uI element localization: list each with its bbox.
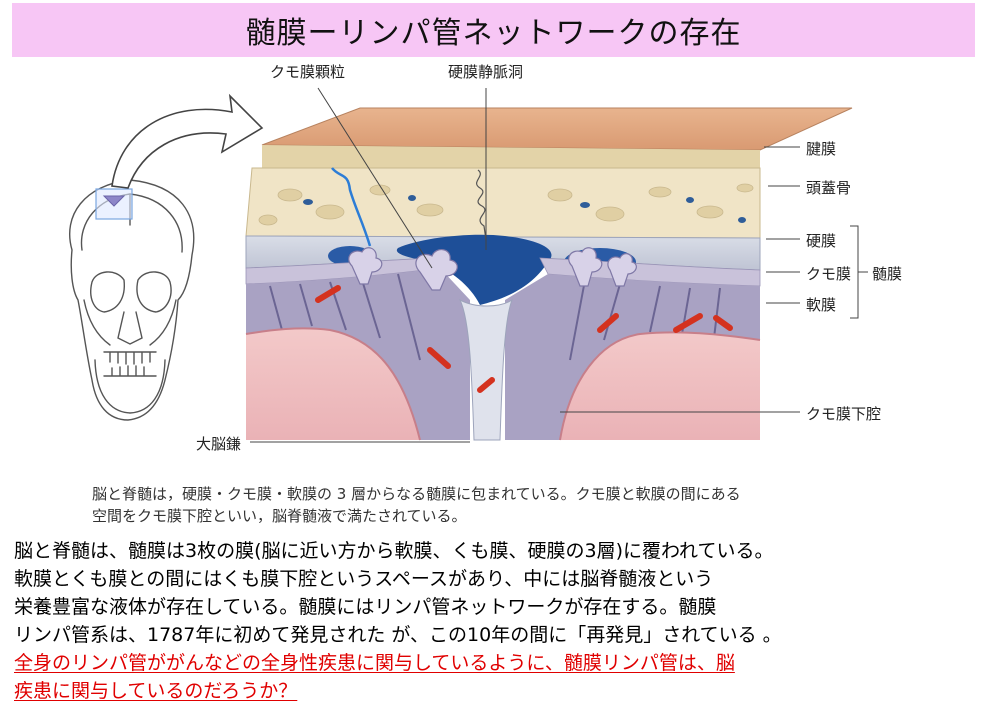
cheek-right xyxy=(149,299,177,346)
label-pia: 軟膜 xyxy=(806,296,837,314)
zoom-arrow xyxy=(111,93,264,189)
label-periosteum: 腱膜 xyxy=(806,140,837,158)
diploic-veins xyxy=(303,195,746,223)
label-skull: 頭蓋骨 xyxy=(806,179,852,197)
title-banner: 髄膜ーリンパ管ネットワークの存在 xyxy=(12,3,975,57)
cheek-left xyxy=(83,299,111,346)
skin-front xyxy=(262,145,760,170)
label-subarachnoid: クモ膜下腔 xyxy=(806,405,882,423)
leader-lines xyxy=(250,87,868,443)
body-line: リンパ管系は、1787年に初めて発見された が、この10年の間に「再発見」されて… xyxy=(14,624,782,646)
bone-trabeculae xyxy=(258,183,754,226)
pia-left xyxy=(245,327,421,441)
caption-line: 脳と脊髄は，硬膜・クモ膜・軟膜の 3 層からなる髄膜に包まれている。クモ膜と軟膜… xyxy=(92,485,741,503)
question-line: 疾患に関与しているのだろうか？ xyxy=(14,680,298,702)
question-line: 全身のリンパ管ががんなどの全身性疾患に関与しているように、髄膜リンパ管は、脳 xyxy=(14,652,735,674)
body-line: 栄養豊富な液体が存在している。髄膜にはリンパ管ネットワークが存在する。髄膜 xyxy=(14,596,717,618)
pia-right xyxy=(559,331,761,441)
caption-line: 空間をクモ膜下腔といい，脳脊髄液で満たされている。 xyxy=(92,507,467,525)
cortical-arteries xyxy=(315,285,733,393)
upper-teeth xyxy=(103,351,157,365)
label-arachnoid: クモ膜 xyxy=(806,265,852,283)
figure-caption: 脳と脊髄は，硬膜・クモ膜・軟膜の 3 層からなる髄膜に包まれている。クモ膜と軟膜… xyxy=(92,483,892,527)
label-falx: 大脳鎌 xyxy=(196,435,242,453)
label-meninges: 髄膜 xyxy=(872,265,903,283)
bridging-vein xyxy=(476,169,487,241)
label-dural-sinus: 硬膜静脈洞 xyxy=(448,63,524,81)
orbit-right xyxy=(136,271,172,313)
body-line: 軟膜とくも膜との間にはくも膜下腔というスペースがあり、中には脳脊髄液という xyxy=(14,568,714,590)
jaw xyxy=(94,359,166,414)
body-paragraph: 脳と脊髄は、髄膜は3枚の膜(脳に近い方から軟膜、くも膜、硬膜の3層)に覆われてい… xyxy=(14,537,984,705)
skin-layer xyxy=(261,107,853,151)
page-title: 髄膜ーリンパ管ネットワークの存在 xyxy=(245,16,742,51)
orbit-left xyxy=(90,271,125,313)
body-line: 脳と脊髄は、髄膜は3枚の膜(脳に近い方から軟膜、くも膜、硬膜の3層)に覆われてい… xyxy=(14,540,774,562)
cranium-outline xyxy=(69,179,195,421)
subarachnoid-space xyxy=(246,268,470,440)
skull-bone-layer xyxy=(245,167,761,239)
label-arachnoid-granulation: クモ膜顆粒 xyxy=(270,63,346,81)
label-dura: 硬膜 xyxy=(806,232,837,250)
skull-sketch xyxy=(69,179,195,421)
zoom-sinus xyxy=(102,195,126,207)
falx-cerebri xyxy=(458,298,514,441)
brain-right xyxy=(560,332,760,440)
lower-teeth xyxy=(103,365,157,377)
brain-left xyxy=(246,328,420,440)
nasal-cavity xyxy=(117,311,143,345)
emissary-vein xyxy=(331,167,372,247)
